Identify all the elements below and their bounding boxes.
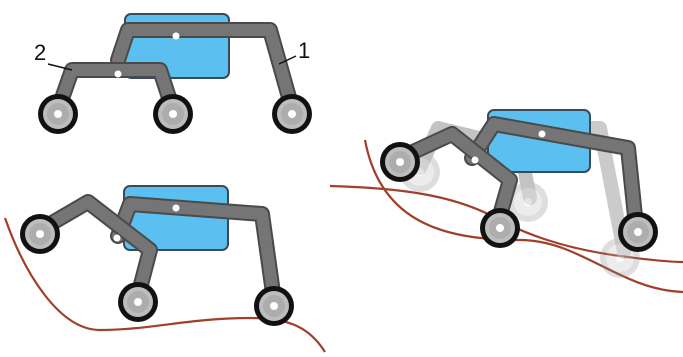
wheel	[480, 208, 520, 248]
pivot-pin	[114, 70, 122, 78]
terrain-curve	[363, 139, 683, 294]
wheel	[20, 214, 60, 254]
pivot-pin	[172, 204, 180, 212]
terrain-curve	[3, 217, 326, 353]
wheel	[272, 94, 312, 134]
leader-line-1	[278, 55, 297, 65]
wheel	[118, 282, 158, 322]
rover-terrain-right	[329, 109, 683, 294]
wheel	[153, 94, 193, 134]
pivot-pin	[113, 234, 121, 242]
rover-flat	[38, 13, 312, 134]
rover-terrain-left	[3, 185, 326, 353]
wheel	[618, 212, 658, 252]
wheel	[254, 286, 294, 326]
pivot-pin	[172, 32, 180, 40]
label-bogie: 2	[34, 40, 47, 65]
label-rocker: 1	[298, 38, 311, 63]
wheel	[38, 94, 78, 134]
leader-line-2	[47, 63, 73, 71]
pivot-pin	[538, 130, 546, 138]
wheel	[380, 142, 420, 182]
pivot-pin	[471, 156, 479, 164]
